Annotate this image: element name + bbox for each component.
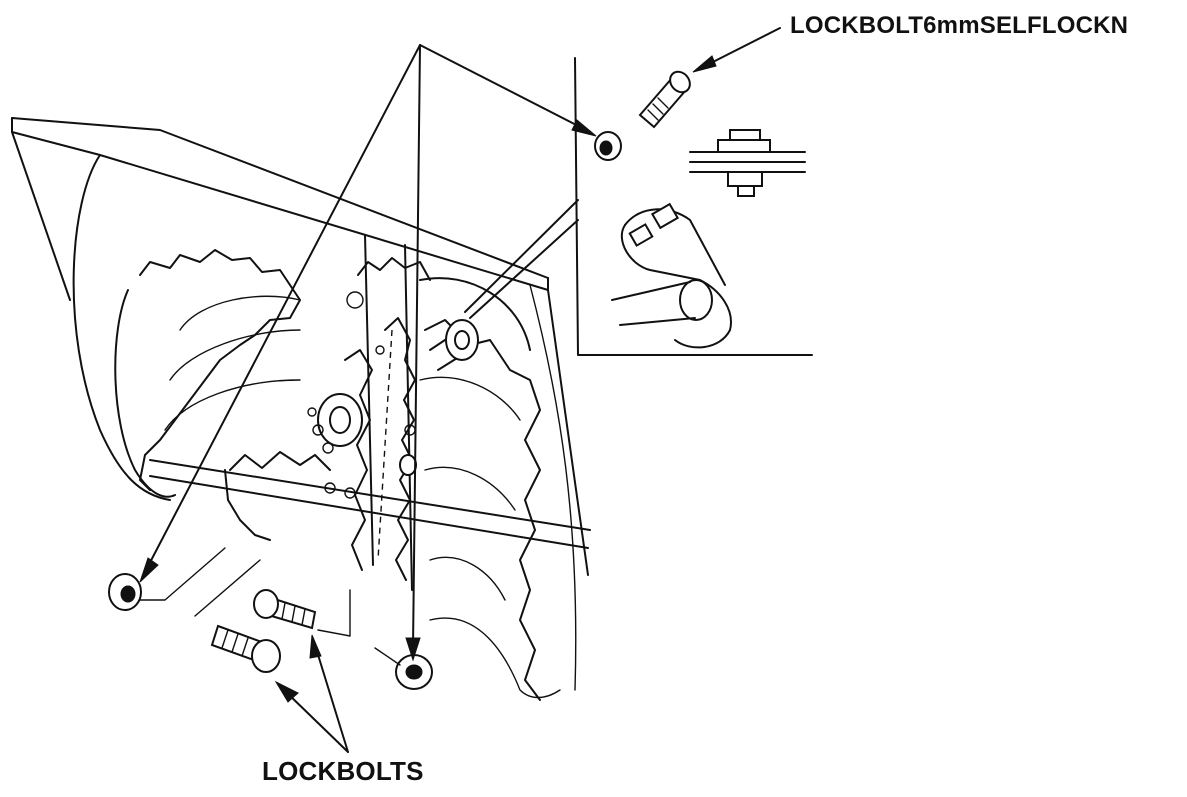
bolt-holes [307, 407, 356, 499]
bolt-cross-section [689, 129, 806, 197]
inset-lockbolt [638, 70, 691, 129]
lower-right-nut [395, 654, 433, 690]
lower-left-nut [108, 573, 142, 611]
inset-detail-box [464, 57, 813, 356]
arrowheads [139, 55, 717, 703]
bracket-plate-sketch [611, 202, 732, 349]
lockbolt-lower [210, 624, 281, 673]
assembly-guide-lines [139, 547, 401, 666]
center-auger-discs [344, 234, 431, 591]
left-auger-spiral [114, 249, 331, 541]
auger-housing [11, 117, 589, 691]
lockbolt-self-lock-nut-label: LOCKBOLT6mmSELFLOCKN [790, 12, 1129, 39]
lockbolt-upper [253, 589, 317, 630]
inset-self-lock-nut [594, 131, 622, 161]
auger-shaft [149, 319, 591, 549]
right-auger-spiral [419, 277, 561, 701]
leader-lines [144, 27, 781, 753]
lockbolts-label: LOCKBOLTS [262, 756, 424, 786]
